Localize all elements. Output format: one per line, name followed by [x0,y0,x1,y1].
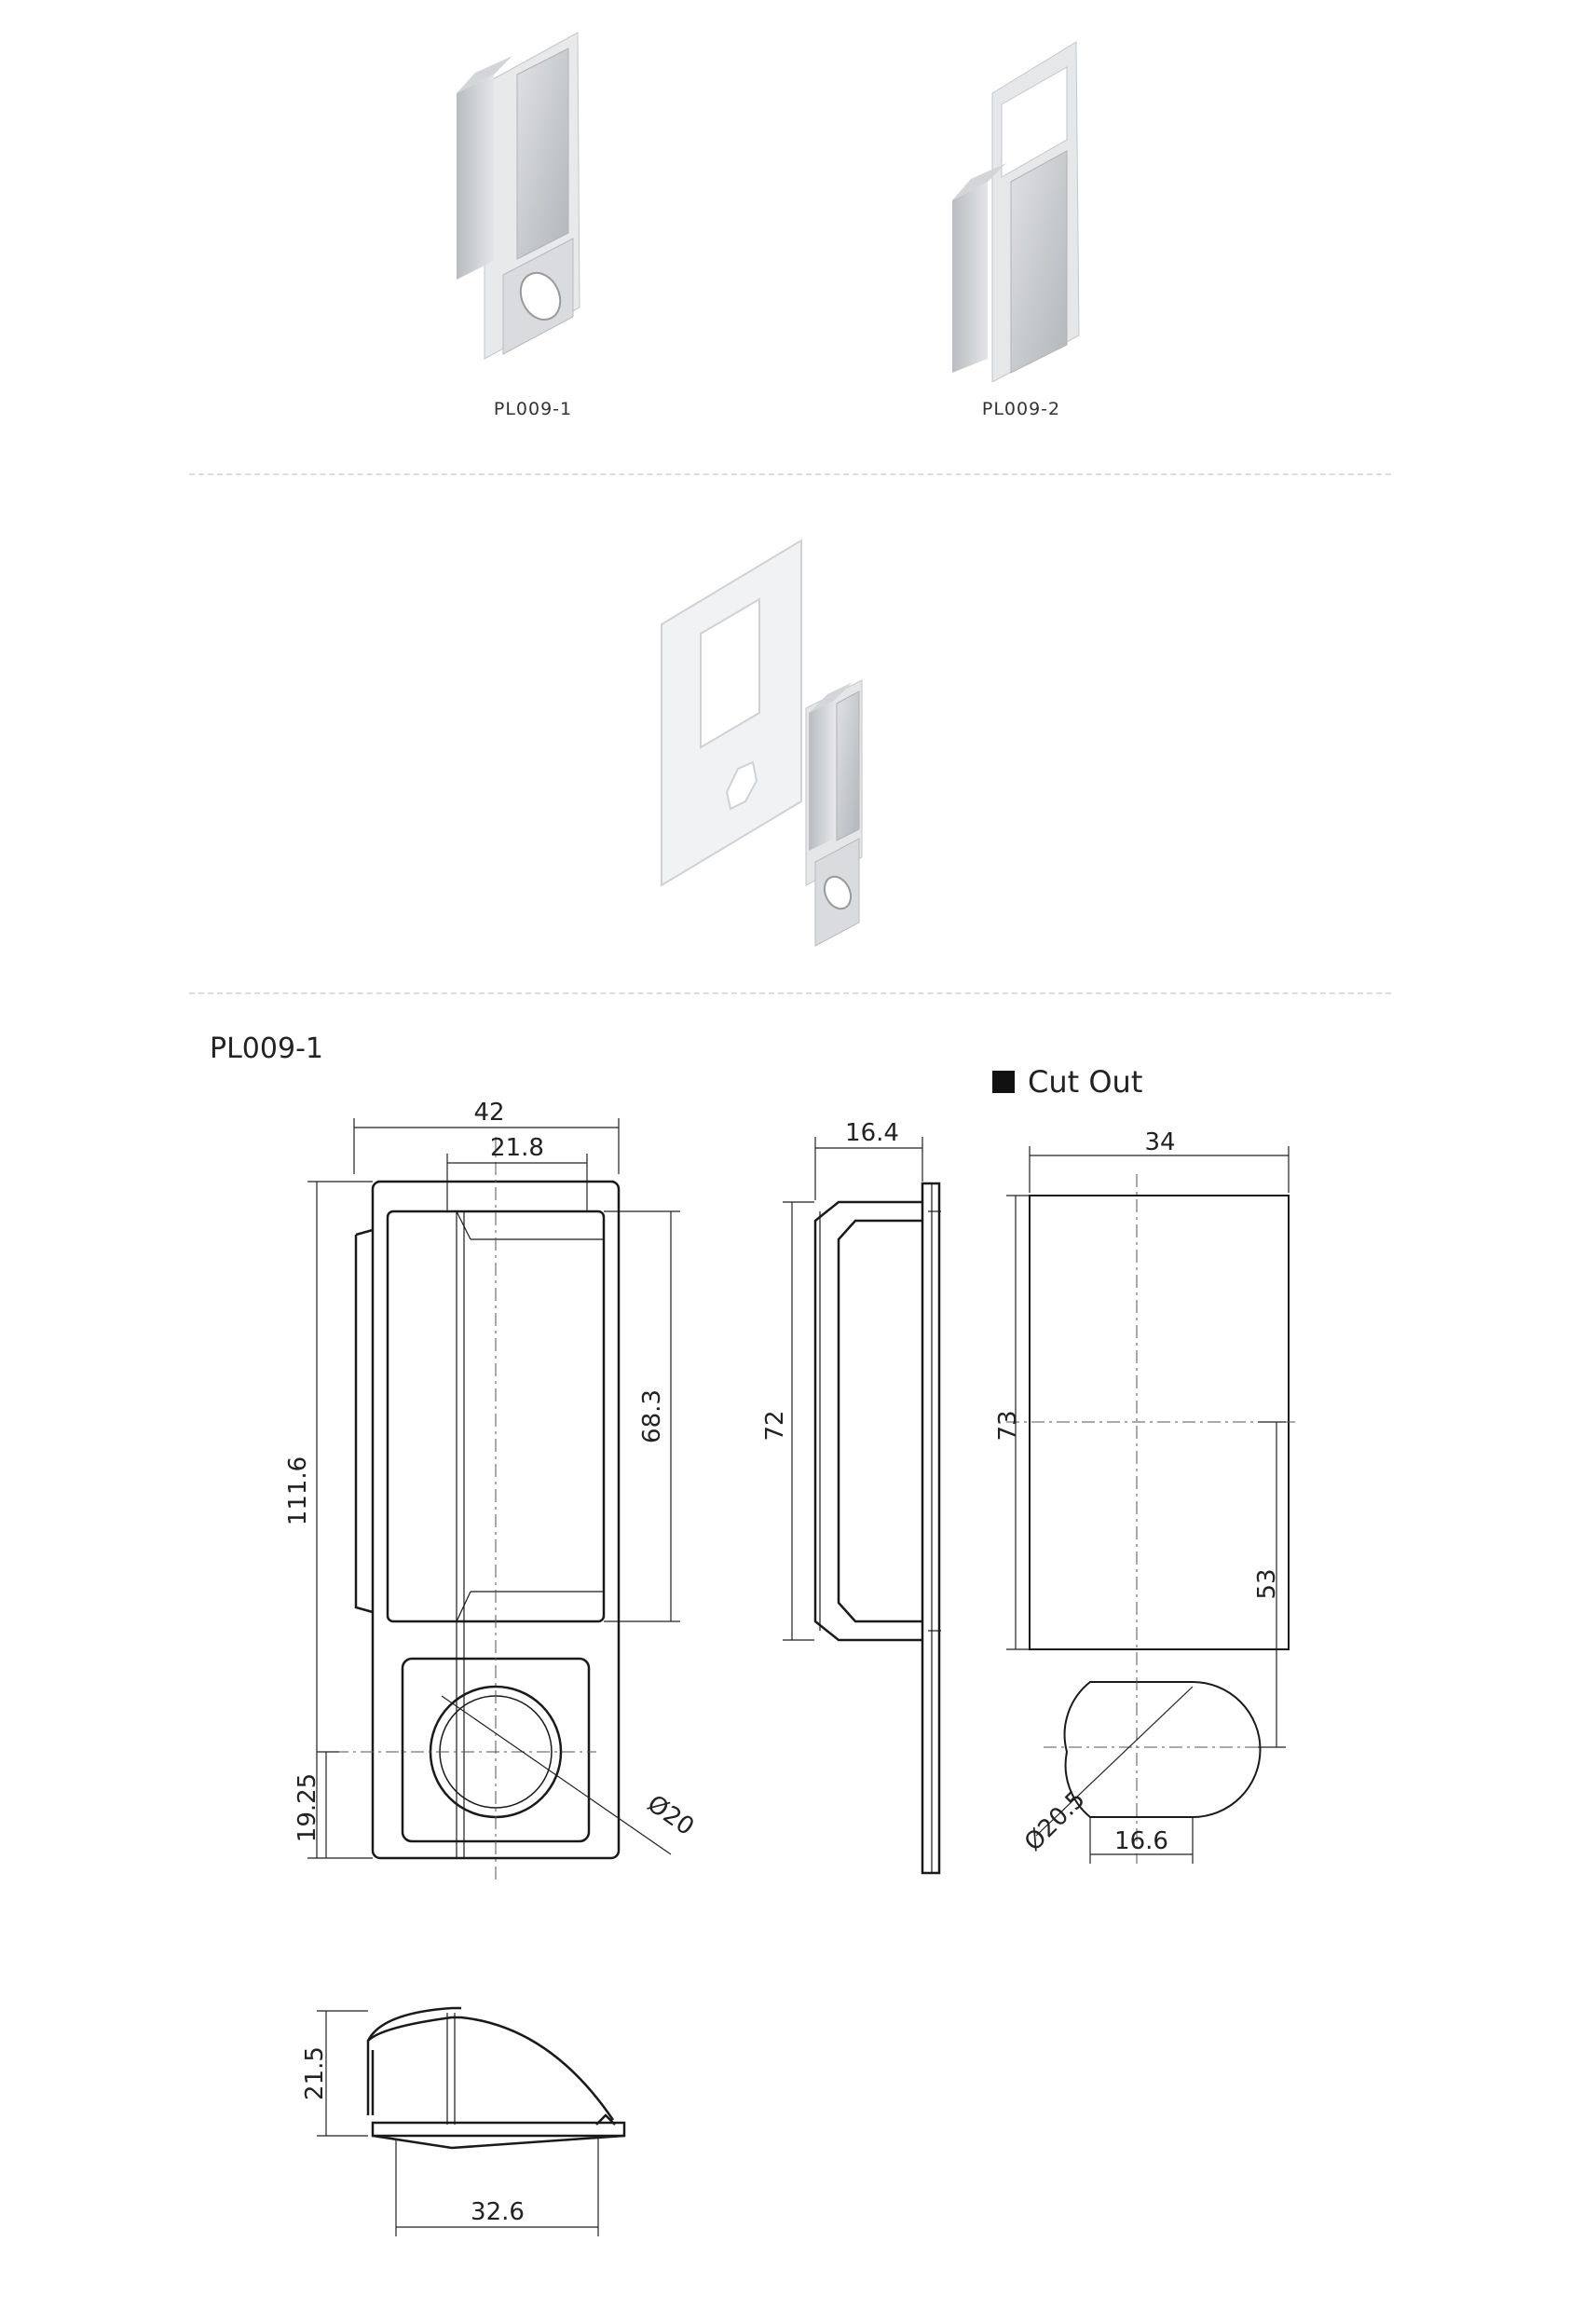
dim-cutout-width: 34 [1144,1128,1175,1156]
cutout-legend-square-icon [992,1071,1015,1093]
cutout-view-drawing: 34 73 53 Ø20.5 16.6 [994,1128,1295,1864]
dim-cutout-height: 73 [994,1410,1022,1441]
product-label-pl009-2: PL009-2 [981,399,1061,419]
dim-side-depth: 16.4 [845,1119,899,1147]
dim-cutout-center-distance: 53 [1253,1568,1281,1599]
dim-hole-diameter: Ø20 [642,1790,699,1841]
dim-hole-offset: 19.25 [294,1773,321,1842]
product-render-pl009-2 [952,41,1080,382]
side-view-drawing: 16.4 72 [761,1119,941,1875]
bottom-view-drawing: 21.5 32.6 [301,2006,626,2236]
section-divider-2 [189,992,1391,994]
dim-cutout-hole-diameter: Ø20.5 [1019,1785,1091,1857]
cutout-legend: Cut Out [992,1064,1142,1100]
dim-width-total: 42 [473,1100,504,1127]
dim-bottom-width: 32.6 [471,2198,525,2226]
front-view-drawing: 42 21.8 111.6 68.3 19.25 Ø20 [284,1100,699,1882]
dim-cutout-hole-flat: 16.6 [1114,1827,1168,1855]
dim-height-window: 68.3 [638,1389,666,1443]
cutout-legend-label: Cut Out [1028,1064,1143,1100]
dim-height-total: 111.6 [284,1456,312,1525]
product-label-pl009-1: PL009-1 [493,399,573,419]
exploded-render-gasket-and-latch [661,539,863,947]
drawing-model-title: PL009-1 [210,1032,323,1065]
dim-side-height: 72 [761,1410,789,1441]
dim-width-inner: 21.8 [490,1134,544,1162]
dim-bottom-height: 21.5 [301,2046,329,2100]
product-render-pl009-1 [457,32,580,360]
section-divider-1 [189,473,1391,475]
